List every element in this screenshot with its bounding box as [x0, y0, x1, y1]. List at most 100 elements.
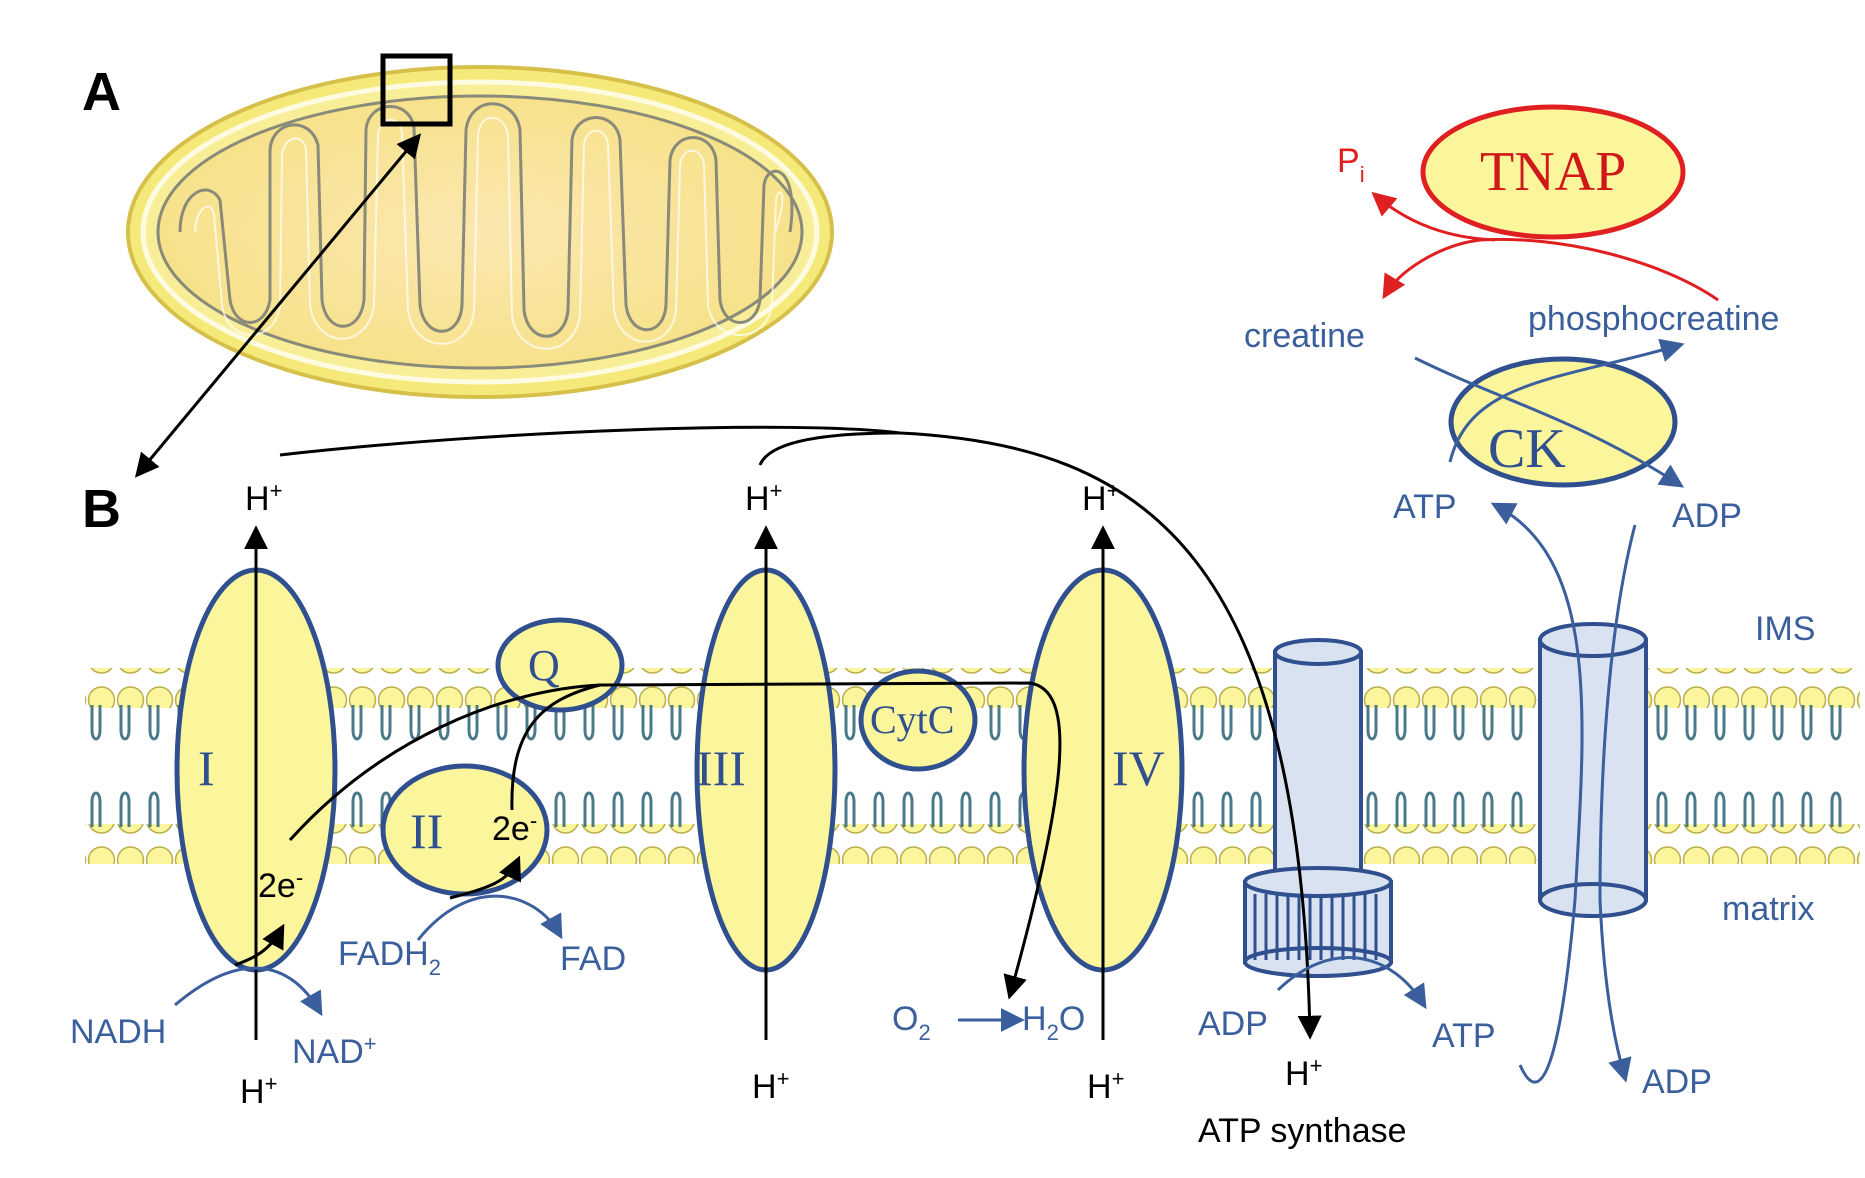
lipid-tail-upper	[844, 705, 856, 741]
fad-label: FAD	[560, 940, 626, 978]
lipid-tail-upper	[1424, 705, 1436, 741]
lipid-tail-upper	[1511, 705, 1523, 741]
tnap-pi-arrow	[1371, 191, 1496, 242]
lipid-tail-lower	[1801, 791, 1813, 827]
h-label-top-iv: H+	[1082, 478, 1119, 518]
electron-flow-ii	[510, 683, 601, 811]
lipid-tail-lower	[1743, 791, 1755, 827]
lipid-tail-upper	[90, 705, 102, 741]
lipid-tail-lower	[1656, 791, 1668, 827]
lipid-tail-lower	[351, 791, 363, 827]
lipid-tail-upper	[1656, 705, 1668, 741]
pi-label: Pi	[1337, 142, 1365, 187]
q-label: Q	[528, 641, 560, 690]
lipid-tail-upper	[409, 705, 421, 741]
lipid-tail-lower	[554, 791, 566, 827]
lipid-tail-lower	[583, 791, 595, 827]
adp-synthase-label: ADP	[1198, 1005, 1268, 1043]
cytochrome-c	[858, 668, 978, 772]
lipid-tail-lower	[1685, 791, 1697, 827]
lipid-tail-upper	[1482, 705, 1494, 741]
h-label-bottom-iii: H+	[752, 1066, 789, 1106]
lipid-tail-upper	[1801, 705, 1813, 741]
lipid-tail-lower	[1424, 791, 1436, 827]
h-label-bottom-i: H+	[240, 1071, 277, 1111]
lipid-tail-lower	[989, 791, 1001, 827]
atp-synthase-product-label: ATP	[1432, 1017, 1496, 1055]
electron-label-ii: 2e-	[492, 808, 537, 848]
panel-label-a: A	[82, 62, 121, 122]
proton-flow-merge	[758, 431, 901, 466]
atp-synthase	[1243, 638, 1393, 978]
lipid-tail-upper	[467, 705, 479, 741]
lipid-tail-upper	[119, 705, 131, 741]
lipid-tail-upper	[583, 705, 595, 741]
zoom-arrow	[134, 133, 422, 478]
ck-adp-arrow	[1414, 356, 1685, 488]
complex-iii-label: III	[696, 740, 746, 796]
adp-ims-label: ADP	[1672, 497, 1742, 535]
lipid-tail-upper	[989, 705, 1001, 741]
h-label-top-i: H+	[245, 478, 282, 518]
lipid-tail-upper	[612, 705, 624, 741]
ck-label: CK	[1488, 418, 1566, 480]
lipid-tail-lower	[844, 791, 856, 827]
zoom-box	[380, 53, 453, 127]
lipid-tail-upper	[1714, 705, 1726, 741]
tnap-creatine-arrow	[1382, 237, 1719, 302]
h-label-atp-synthase: H+	[1285, 1053, 1322, 1093]
h2o-label: H2O	[1022, 1000, 1085, 1045]
lipid-tail-lower	[1221, 791, 1233, 827]
lipid-tail-lower	[119, 791, 131, 827]
matrix-label: matrix	[1722, 890, 1815, 928]
lipid-tail-lower	[1511, 791, 1523, 827]
ck-phosphocreatine-arrow	[1448, 338, 1685, 463]
lipid-tail-upper	[1250, 705, 1262, 741]
complex-iv-label: IV	[1112, 740, 1165, 796]
lipid-tail-upper	[1192, 705, 1204, 741]
tnap-label: TNAP	[1480, 141, 1626, 203]
lipid-tail-upper	[1453, 705, 1465, 741]
lipid-tail-upper	[641, 705, 653, 741]
atp-export-arrow	[1490, 502, 1584, 1084]
fadh-electron-arrow	[449, 855, 521, 900]
lipid-tail-upper	[1366, 705, 1378, 741]
h-label-bottom-iv: H+	[1087, 1066, 1124, 1106]
lipid-tail-lower	[1366, 791, 1378, 827]
electron-label-i: 2e-	[258, 865, 303, 905]
lipid-tail-lower	[1395, 791, 1407, 827]
ubiquinone	[495, 617, 625, 713]
lipid-tail-lower	[1482, 791, 1494, 827]
panel-label-b: B	[82, 479, 121, 539]
lipid-tail-upper	[670, 705, 682, 741]
lipid-tail-lower	[1453, 791, 1465, 827]
lipid-tail-upper	[1395, 705, 1407, 741]
nad-label: NAD+	[292, 1031, 377, 1071]
lipid-tail-upper	[438, 705, 450, 741]
lipid-tail-upper	[1685, 705, 1697, 741]
complex-ii-label: II	[410, 803, 443, 859]
adp-atp-translocase	[1538, 622, 1648, 918]
lipid-tail-lower	[1714, 791, 1726, 827]
fadh2-label: FADH2	[338, 935, 441, 980]
lipid-tail-upper	[148, 705, 160, 741]
lipid-tail-lower	[1192, 791, 1204, 827]
lipid-tail-lower	[873, 791, 885, 827]
lipid-tail-upper	[380, 705, 392, 741]
nadh-electron-arrow	[234, 923, 285, 967]
lipid-tail-upper	[1221, 705, 1233, 741]
creatine-label: creatine	[1244, 317, 1365, 355]
lipid-tail-lower	[960, 791, 972, 827]
lipid-tail-upper	[554, 705, 566, 741]
lipid-tail-upper	[496, 705, 508, 741]
ims-label: IMS	[1755, 610, 1815, 648]
mitochondrion-illustration	[126, 65, 834, 399]
lipid-tail-lower	[641, 791, 653, 827]
lipid-tail-upper	[1830, 705, 1842, 741]
fadh-arrow	[416, 894, 563, 941]
atp-synthase-caption: ATP synthase	[1198, 1112, 1407, 1150]
tnap-enzyme	[1420, 104, 1686, 240]
adp-import-arrow	[1598, 524, 1637, 1083]
